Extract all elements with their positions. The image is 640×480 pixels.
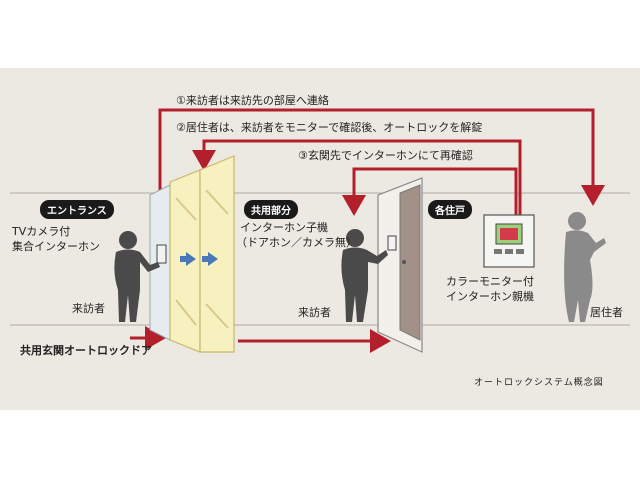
visitor-label-entrance: 来訪者 <box>72 302 105 315</box>
master-intercom-icon <box>483 214 535 268</box>
zone-badge-unit: 各住戸 <box>428 200 472 219</box>
master-intercom-label-2: インターホン親機 <box>446 290 534 303</box>
door-intercom-label-1: インターホン子機 <box>240 221 328 234</box>
step2-text: ②居住者は、来訪者をモニターで確認後、オートロックを解錠 <box>176 121 483 134</box>
step2-arrow <box>192 139 522 218</box>
door-intercom-label-2: （ドアホン／カメラ無） <box>236 236 357 249</box>
step3-text: ③玄関先でインターホンにて再確認 <box>298 149 473 162</box>
step3-arrow <box>342 167 518 218</box>
visitor-figure-entrance <box>114 231 160 322</box>
autolock-door <box>169 155 235 353</box>
entrance-intercom-label-1: TVカメラ付 <box>12 225 71 238</box>
unit-door <box>377 177 423 353</box>
step1-arrow <box>158 108 605 248</box>
resident-figure <box>564 212 606 322</box>
resident-label: 居住者 <box>590 306 623 319</box>
visitor-label-door: 来訪者 <box>298 306 331 319</box>
zone-badge-entrance: エントランス <box>40 200 114 219</box>
autolock-door-label: 共用玄関オートロックドア <box>20 344 152 357</box>
entrance-intercom-icon <box>156 244 167 264</box>
visitor-figure-door <box>341 229 388 322</box>
door-open-arrow-right <box>202 252 218 266</box>
entrance-intercom-label-2: 集合インターホン <box>12 240 100 253</box>
step1-text: ①来訪者は来訪先の部屋へ連絡 <box>176 94 329 107</box>
door-intercom-icon <box>387 235 397 251</box>
door-open-arrow-left <box>180 252 196 266</box>
diagram-caption: オートロックシステム概念図 <box>474 378 604 388</box>
zone-badge-common: 共用部分 <box>244 200 298 219</box>
master-intercom-label-1: カラーモニター付 <box>446 275 534 288</box>
